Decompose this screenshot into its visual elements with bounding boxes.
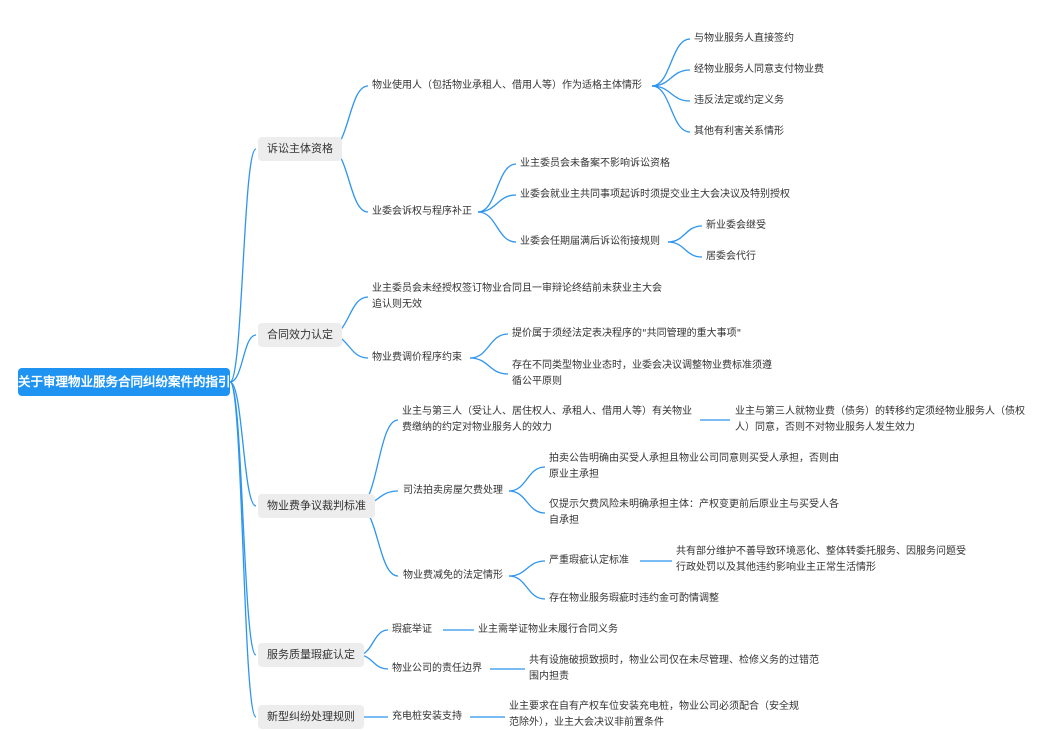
node-charging-pile-support[interactable]: 充电桩安装支持	[392, 711, 462, 722]
leaf-consent-pay-fee[interactable]: 经物业服务人同意支付物业费	[694, 64, 824, 75]
edge-root-branch-3	[229, 381, 257, 656]
leaf-penalty-adjustment[interactable]: 存在物业服务瑕疵时违约金可酌情调整	[549, 593, 719, 604]
leaf-debt-transfer-consent[interactable]: 业主与第三人就物业费（债务）的转移约定须经物业服务人（债权人）同意，否则不对物业…	[735, 406, 1025, 433]
leaf-auction-buyer-bears[interactable]: 拍卖公告明确由买受人承担且物业公司同意则买受人承担，否则由原业主承担	[549, 453, 839, 480]
node-term-expiry-rules[interactable]: 业委会任期届满后诉讼衔接规则	[520, 236, 660, 247]
leaf-fair-principle[interactable]: 存在不同类型物业业态时，业委会决议调整物业费标准须遵循公平原则	[512, 360, 772, 387]
edge-b2-c1-leaf-0	[508, 466, 546, 492]
edge-b0-c1-leaf-1	[477, 194, 517, 213]
leaf-no-filing-no-effect[interactable]: 业主委员会未备案不影响诉讼资格	[520, 158, 670, 169]
edge-b2-c1-leaf-1	[508, 490, 546, 514]
leaf-serious-defect-cases[interactable]: 共有部分维护不善导致环境恶化、整体转委托服务、因服务问题受行政处罚以及其他违约影…	[676, 546, 966, 573]
edge-b0-c0-leaf-1	[651, 69, 691, 87]
leaf-new-committee-inherit[interactable]: 新业委会继受	[706, 220, 766, 231]
leaf-major-matter-vote[interactable]: 提价属于须经法定表决程序的"共同管理的重大事项"	[512, 328, 742, 339]
edge-b0-term-leaf-0	[667, 225, 703, 243]
leaf-violation-obligation[interactable]: 违反法定或约定义务	[694, 95, 784, 106]
edge-root-branch-0	[229, 148, 257, 383]
branch-contract-validity[interactable]: 合同效力认定	[258, 323, 342, 347]
edge-b1-c1-leaf-1	[469, 357, 509, 375]
edge-b2-c2-leaf-1	[508, 575, 546, 600]
node-serious-defect-standard[interactable]: 严重瑕疵认定标准	[549, 555, 629, 566]
leaf-fault-scope-liability[interactable]: 共有设施破损致损时，物业公司仅在未尽管理、检修义务的过错范围内担责	[529, 655, 819, 682]
leaf-direct-contract[interactable]: 与物业服务人直接签约	[694, 33, 794, 44]
branch-litigation-qualification[interactable]: 诉讼主体资格	[258, 137, 342, 161]
edge-b2-c2-leaf-0	[508, 560, 546, 577]
root-topic[interactable]: 关于审理物业服务合同纠纷案件的指引	[18, 368, 231, 396]
leaf-owner-must-prove[interactable]: 业主需举证物业未履行合同义务	[478, 624, 618, 635]
node-committee-standing[interactable]: 业委会诉权与程序补正	[372, 206, 472, 217]
node-defect-burden-of-proof[interactable]: 瑕疵举证	[392, 624, 432, 635]
edge-b0-c0-leaf-3	[651, 85, 691, 133]
leaf-risk-reminder-split[interactable]: 仅提示欠费风险未明确承担主体：产权变更前后原业主与买受人各自承担	[549, 499, 839, 526]
edge-b0-c1-leaf-0	[477, 163, 517, 213]
node-fee-adjustment-procedure[interactable]: 物业费调价程序约束	[372, 352, 462, 363]
branch-new-dispute-rules[interactable]: 新型纠纷处理规则	[258, 705, 364, 729]
leaf-other-interest[interactable]: 其他有利害关系情形	[694, 126, 784, 137]
branch-service-quality-defect[interactable]: 服务质量瑕疵认定	[258, 643, 364, 667]
branch-fee-dispute-standards[interactable]: 物业费争议裁判标准	[258, 494, 375, 518]
edge-b0-c0-leaf-0	[651, 38, 691, 87]
edge-root-branch-4	[229, 381, 257, 718]
edge-b1-c1-leaf-0	[469, 333, 509, 359]
leaf-charging-pile-cooperation[interactable]: 业主要求在自有产权车位安装充电桩，物业公司必须配合（安全规范除外），业主大会决议…	[509, 701, 799, 728]
node-liability-boundary[interactable]: 物业公司的责任边界	[392, 663, 482, 674]
edge-b0-term-leaf-1	[667, 241, 703, 258]
node-fee-reduction-cases[interactable]: 物业费减免的法定情形	[403, 570, 503, 581]
leaf-neighborhood-committee[interactable]: 居委会代行	[706, 251, 756, 262]
node-judicial-auction-arrears[interactable]: 司法拍卖房屋欠费处理	[403, 485, 503, 496]
edge-b0-c1-leaf-2	[477, 211, 517, 243]
edge-root-branch-2	[229, 381, 257, 507]
node-third-party-agreement[interactable]: 业主与第三人（受让人、居住权人、承租人、借用人等）有关物业费缴纳的约定对物业服务…	[402, 406, 692, 433]
leaf-resolution-authorization[interactable]: 业委会就业主共同事项起诉时须提交业主大会决议及特别授权	[520, 189, 790, 200]
leaf-unauthorized-contract-void[interactable]: 业主委员会未经授权签订物业合同且一审辩论终结前未获业主大会追认则无效	[372, 283, 662, 310]
node-property-user-qualified[interactable]: 物业使用人（包括物业承租人、借用人等）作为适格主体情形	[372, 80, 642, 91]
edge-root-branch-1	[229, 334, 257, 383]
